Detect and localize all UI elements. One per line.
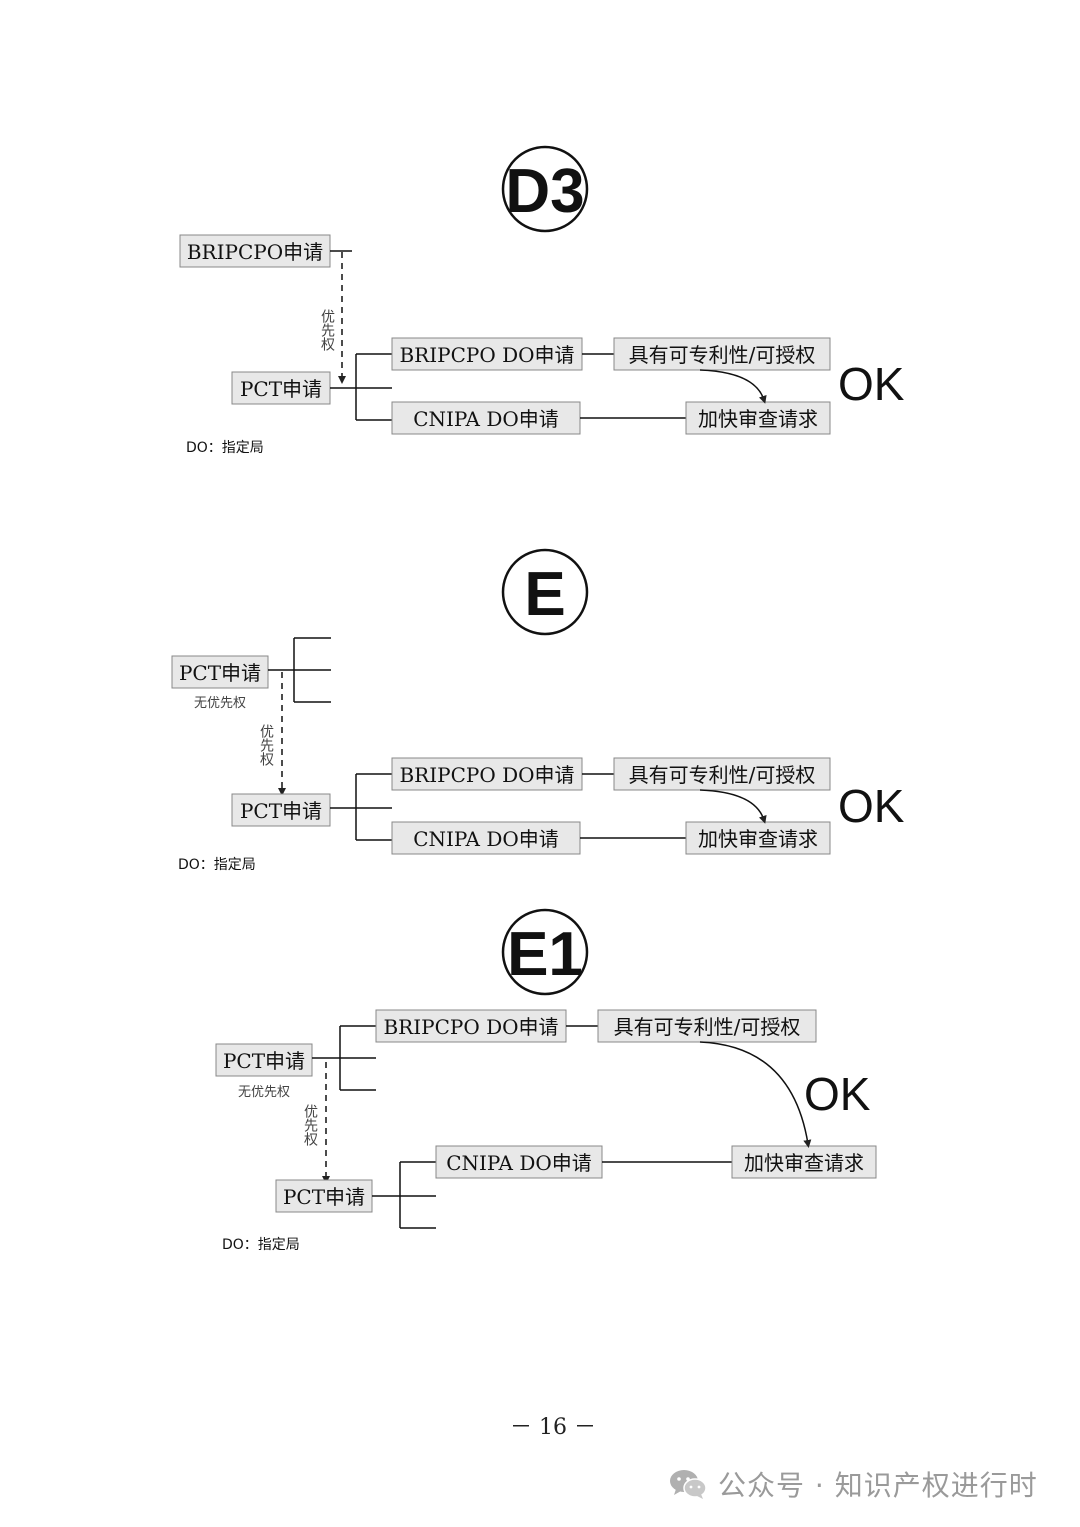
- e-priority-label: 优先权: [258, 724, 274, 767]
- footer-brand: 公众号 · 知识产权进行时: [668, 1462, 1038, 1506]
- d3-ok-label: OK: [838, 358, 905, 410]
- d3-cnipa-do-box: [391, 401, 581, 435]
- e1-branch-connector: [372, 1161, 436, 1229]
- d3-badge-label: D3: [505, 157, 584, 226]
- e1-source-branch: [312, 1025, 376, 1091]
- e1-cnipa-do-label: CNIPA DO申请: [446, 1151, 592, 1175]
- d3-bripcpo-application-label: BRIPCPO申请: [187, 240, 323, 264]
- e-cnipa-do-label: CNIPA DO申请: [413, 827, 559, 851]
- d3-bripcpo-do-box: [391, 337, 583, 371]
- e1-pct-source-label: PCT申请: [223, 1049, 305, 1073]
- e-pct-application-box: [231, 793, 331, 827]
- e-bripcpo-do-label: BRIPCPO DO申请: [399, 763, 574, 787]
- d3-patentable-box: [613, 337, 831, 371]
- wechat-icon: [670, 1470, 707, 1499]
- d3-bripcpo-do-label: BRIPCPO DO申请: [399, 343, 574, 367]
- e1-patentable-label: 具有可专利性/可授权: [614, 1015, 801, 1039]
- e-expedite-arrow: [699, 789, 767, 824]
- d3-expedite-box: [685, 401, 831, 435]
- d3-pct-application-box: [231, 371, 331, 405]
- e-badge-label: E: [524, 560, 565, 629]
- e1-badge-label: E1: [507, 920, 583, 989]
- e1-priority-label: 优先权: [302, 1104, 318, 1147]
- d3-patentable-label: 具有可专利性/可授权: [629, 343, 816, 367]
- page-number: － 16 －: [510, 1415, 596, 1440]
- d3-badge-circle: [501, 145, 589, 233]
- e1-pct-application-label: PCT申请: [283, 1185, 365, 1209]
- d3-priority-label: 优先权: [319, 309, 335, 352]
- e-branch-connector: [330, 773, 392, 841]
- d3-expedite-label: 加快审查请求: [698, 407, 818, 431]
- e-footnote: DO：指定局: [178, 857, 256, 873]
- e1-pct-application-box: [275, 1179, 373, 1213]
- section-e: E PCT申请 无优先权 优先权 PCT申请 BRIPCPO DO申请 CNIP…: [171, 548, 905, 873]
- e1-no-priority-note: 无优先权: [238, 1084, 290, 1100]
- d3-footnote: DO：指定局: [186, 440, 264, 456]
- d3-pct-application-label: PCT申请: [240, 377, 322, 401]
- e-pct-source-label: PCT申请: [179, 661, 261, 685]
- e1-expedite-box: [731, 1145, 877, 1179]
- e-source-branch: [268, 637, 331, 703]
- section-e1: E1 PCT申请 无优先权 优先权 PCT申请 BRIPCPO DO申请 CNI…: [215, 908, 877, 1253]
- e-no-priority-note: 无优先权: [194, 695, 246, 711]
- d3-branch-connector: [330, 353, 392, 421]
- e1-bripcpo-do-box: [375, 1009, 567, 1043]
- d3-bripcpo-application-box: [179, 234, 331, 268]
- e-expedite-box: [685, 821, 831, 855]
- e1-expedite-arrow: [699, 1041, 812, 1148]
- e1-footnote: DO：指定局: [222, 1237, 300, 1253]
- e1-badge-circle: [501, 908, 589, 996]
- e-patentable-box: [613, 757, 831, 791]
- e-ok-label: OK: [838, 780, 905, 832]
- e1-pct-source-box: [215, 1043, 313, 1077]
- footer-brand-text: 公众号 · 知识产权进行时: [718, 1469, 1038, 1502]
- e-pct-source-box: [171, 655, 269, 689]
- e1-patentable-box: [597, 1009, 817, 1043]
- e-patentable-label: 具有可专利性/可授权: [629, 763, 816, 787]
- d3-expedite-arrow: [699, 369, 767, 404]
- e1-expedite-label: 加快审查请求: [744, 1151, 864, 1175]
- e-pct-application-label: PCT申请: [240, 799, 322, 823]
- e1-ok-label: OK: [804, 1068, 871, 1120]
- e-bripcpo-do-box: [391, 757, 583, 791]
- e1-bripcpo-do-label: BRIPCPO DO申请: [383, 1015, 558, 1039]
- d3-cnipa-do-label: CNIPA DO申请: [413, 407, 559, 431]
- e-expedite-label: 加快审查请求: [698, 827, 818, 851]
- e-badge-circle: [501, 548, 589, 636]
- section-d3: D3 BRIPCPO申请 优先权 PCT申请 BRIPCPO DO申请 CNIP…: [179, 145, 905, 456]
